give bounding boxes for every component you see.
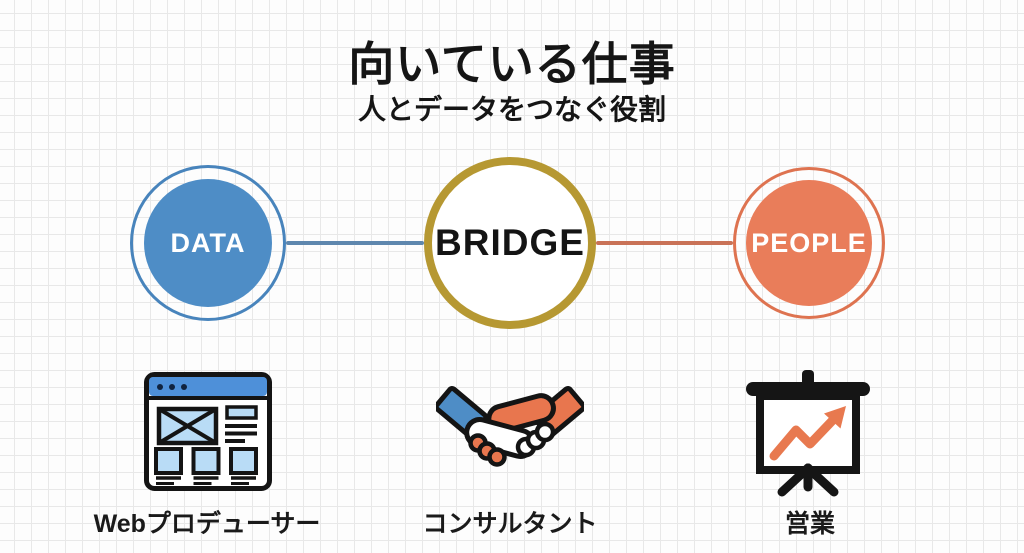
bridge-node: BRIDGE [424,157,596,329]
browser-title-bar [146,377,270,400]
page-subtitle: 人とデータをつなぐ役割 [357,94,666,125]
trend-arrow [769,406,846,461]
easel-frame [746,370,870,497]
connector-data-bridge [286,241,424,245]
people-node-ring [733,167,885,319]
data-node-label: DATA [170,227,246,258]
data-node: DATA [144,179,272,307]
handshake-orange-knuckles [468,433,507,467]
browser-image-placeholder [156,406,219,446]
handshake-white-knuckles [515,421,556,458]
connector-bridge-people [596,241,733,245]
people-node-label: PEOPLE [751,227,867,258]
job-label-consultant: コンサルタント [422,510,598,538]
browser-card-grid [154,447,258,485]
page-title: 向いている仕事 [348,38,676,90]
handshake-icon [436,385,584,467]
people-node: PEOPLE [746,180,872,306]
data-node-ring [130,165,286,321]
job-label-web-producer: Webプロデューサー [93,510,321,538]
job-label-sales: 営業 [784,510,835,538]
browser-wireframe-icon [144,372,272,491]
browser-text-block [225,405,258,443]
bridge-node-label: BRIDGE [435,222,585,263]
presentation-chart-icon [746,370,870,497]
